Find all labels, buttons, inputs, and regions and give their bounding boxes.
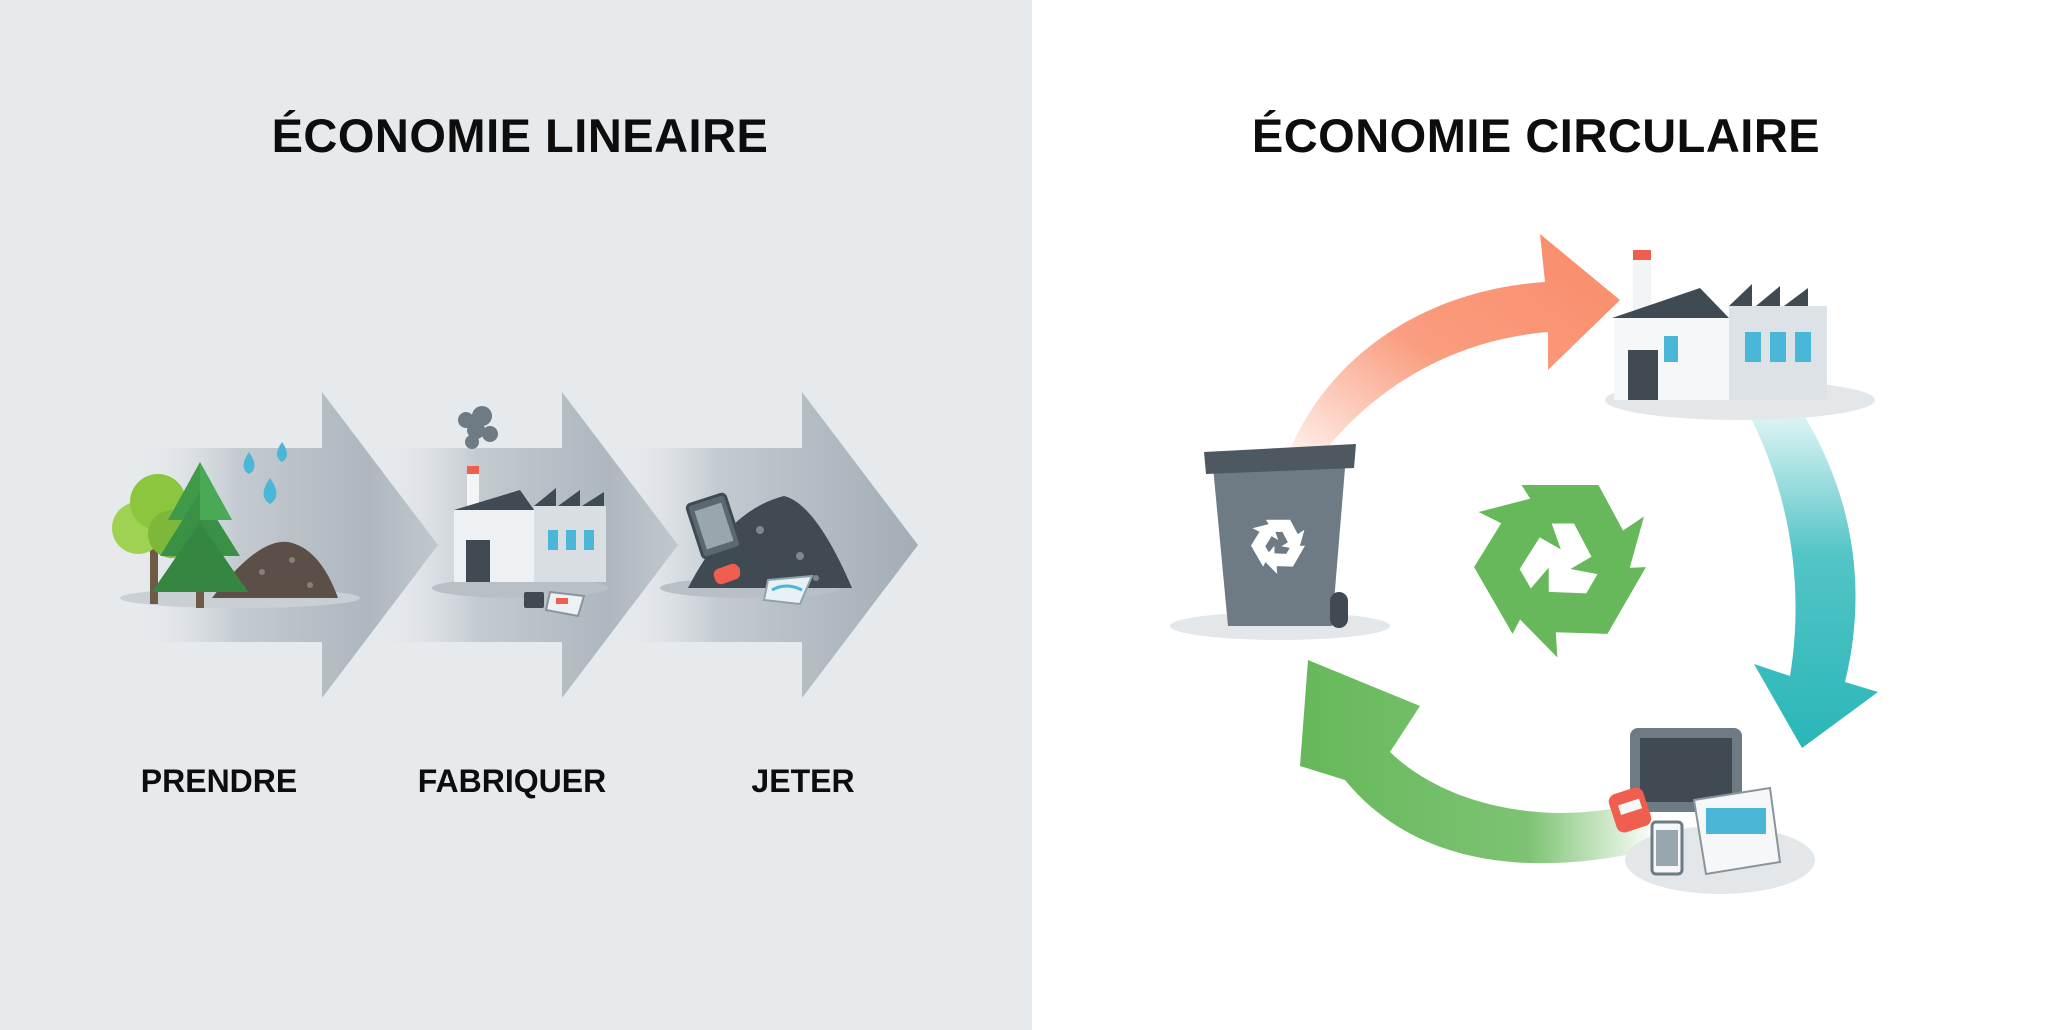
step-label-dispose: JETER <box>751 763 855 799</box>
factory-icon <box>1605 250 1875 420</box>
waste-pile-icon <box>660 492 852 606</box>
recycle-symbol-icon <box>1451 480 1646 674</box>
step-label-take: PRENDRE <box>140 763 298 799</box>
circular-economy-title: ÉCONOMIE CIRCULAIRE <box>1251 109 1821 162</box>
factory-icon <box>432 406 608 618</box>
arrow-distribute <box>1740 394 1878 748</box>
circular-flow-arrows <box>1290 234 1878 864</box>
raw-materials-icon <box>112 442 360 608</box>
products-icon <box>1608 728 1815 894</box>
arrow-return <box>1300 660 1650 864</box>
arrow-produce <box>1290 234 1620 460</box>
recycling-bin-icon <box>1170 444 1390 640</box>
linear-economy-title: ÉCONOMIE LINEAIRE <box>271 109 769 162</box>
step-label-make: FABRIQUER <box>417 763 607 799</box>
